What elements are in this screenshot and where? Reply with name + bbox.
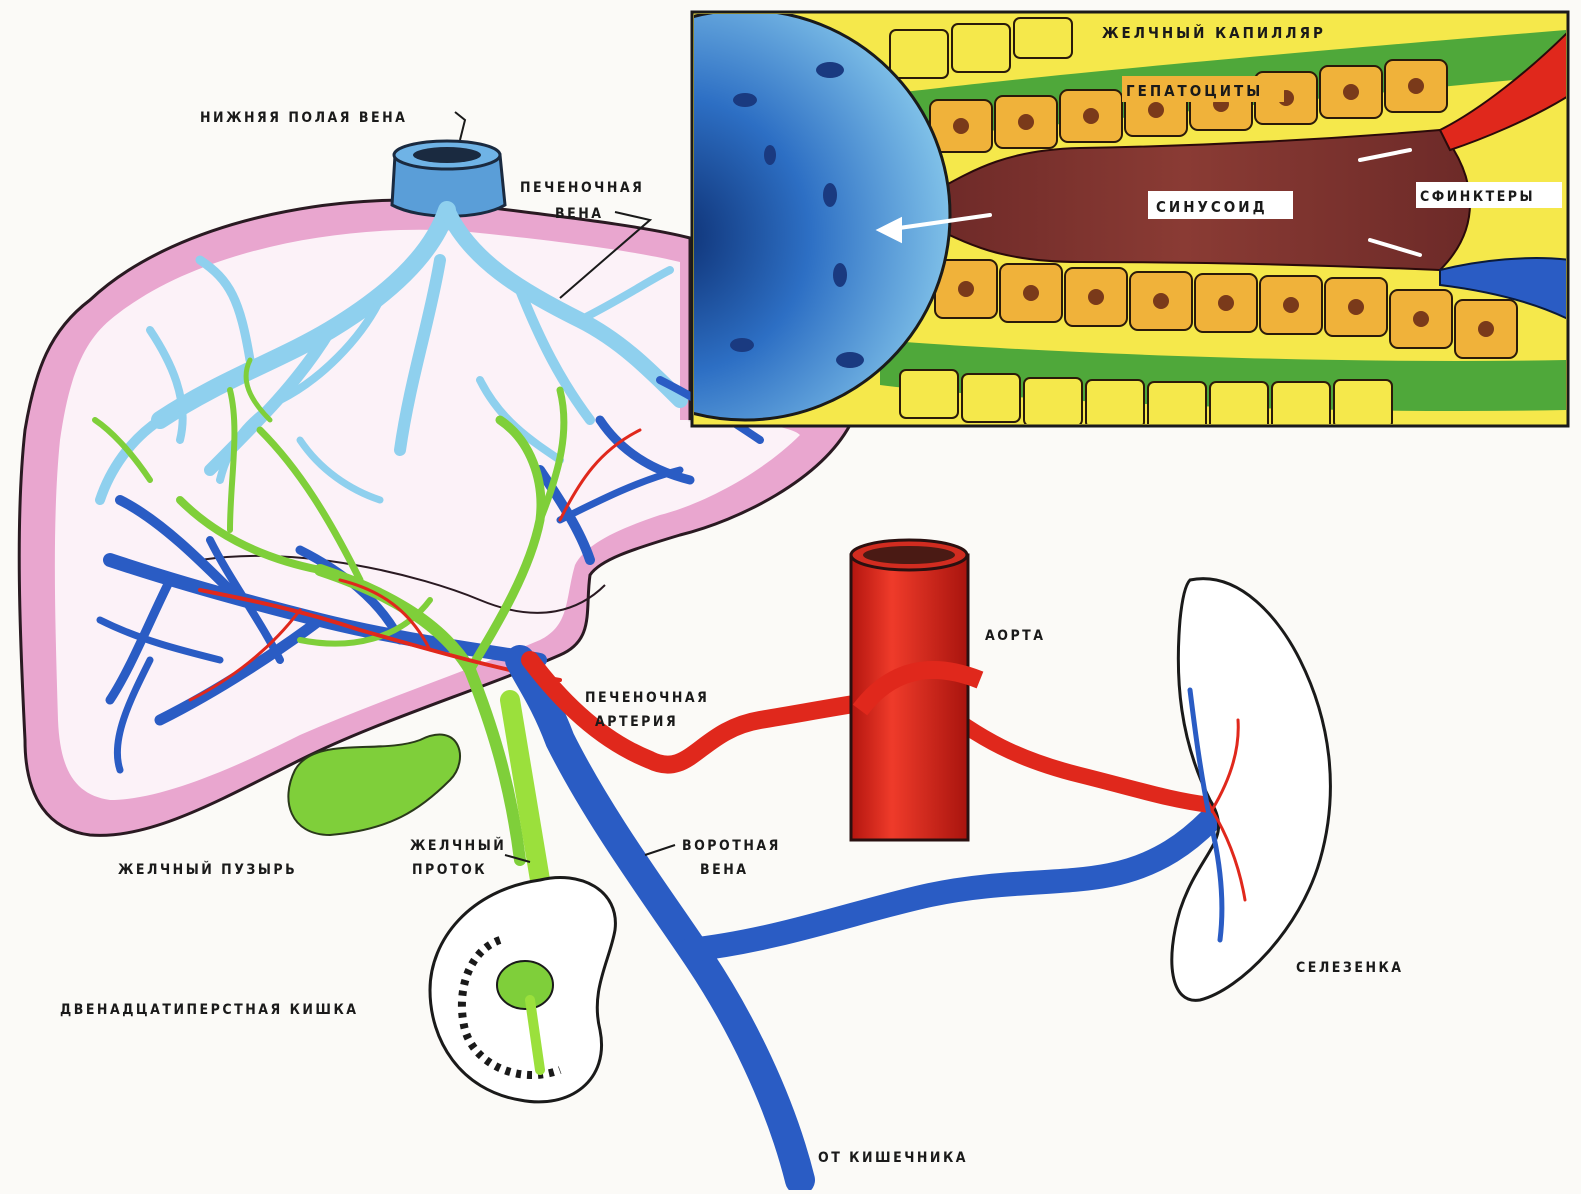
label-portal-vein-2: ВЕНА xyxy=(700,862,749,878)
label-bile-capillary: ЖЕЛЧНЫЙ КАПИЛЛЯР xyxy=(1102,23,1326,42)
aorta xyxy=(851,540,980,840)
label-bile-duct-1: ЖЕЛЧНЫЙ xyxy=(410,837,506,854)
label-duodenum: ДВЕНАДЦАТИПЕРСТНАЯ КИШКА xyxy=(60,1002,359,1018)
duodenum xyxy=(430,877,615,1101)
sinusoid-inset xyxy=(540,10,1570,430)
label-hepatic-artery-1: ПЕЧЕНОЧНАЯ xyxy=(585,690,709,706)
label-from-intestine: ОТ КИШЕЧНИКА xyxy=(818,1150,968,1166)
label-hepatic-artery-2: АРТЕРИЯ xyxy=(595,714,678,730)
label-bile-duct-2: ПРОТОК xyxy=(412,862,487,878)
spleen xyxy=(1172,579,1331,1001)
label-spleen: СЕЛЕЗЕНКА xyxy=(1296,960,1404,976)
label-sinusoid: СИНУСОИД xyxy=(1156,198,1268,216)
splenic-artery xyxy=(930,700,1210,805)
label-portal-vein-1: ВОРОТНАЯ xyxy=(682,838,781,854)
label-hepatocytes: ГЕПАТОЦИТЫ xyxy=(1126,82,1263,100)
label-inferior-vena-cava: НИЖНЯЯ ПОЛАЯ ВЕНА xyxy=(200,110,407,126)
label-sphincters: СФИНКТЕРЫ xyxy=(1420,189,1535,205)
label-aorta: АОРТА xyxy=(985,628,1046,644)
label-hepatic-vein-2: ВЕНА xyxy=(555,206,604,222)
label-gallbladder: ЖЕЛЧНЫЙ ПУЗЫРЬ xyxy=(118,861,297,878)
label-hepatic-vein-1: ПЕЧЕНОЧНАЯ xyxy=(520,180,644,196)
